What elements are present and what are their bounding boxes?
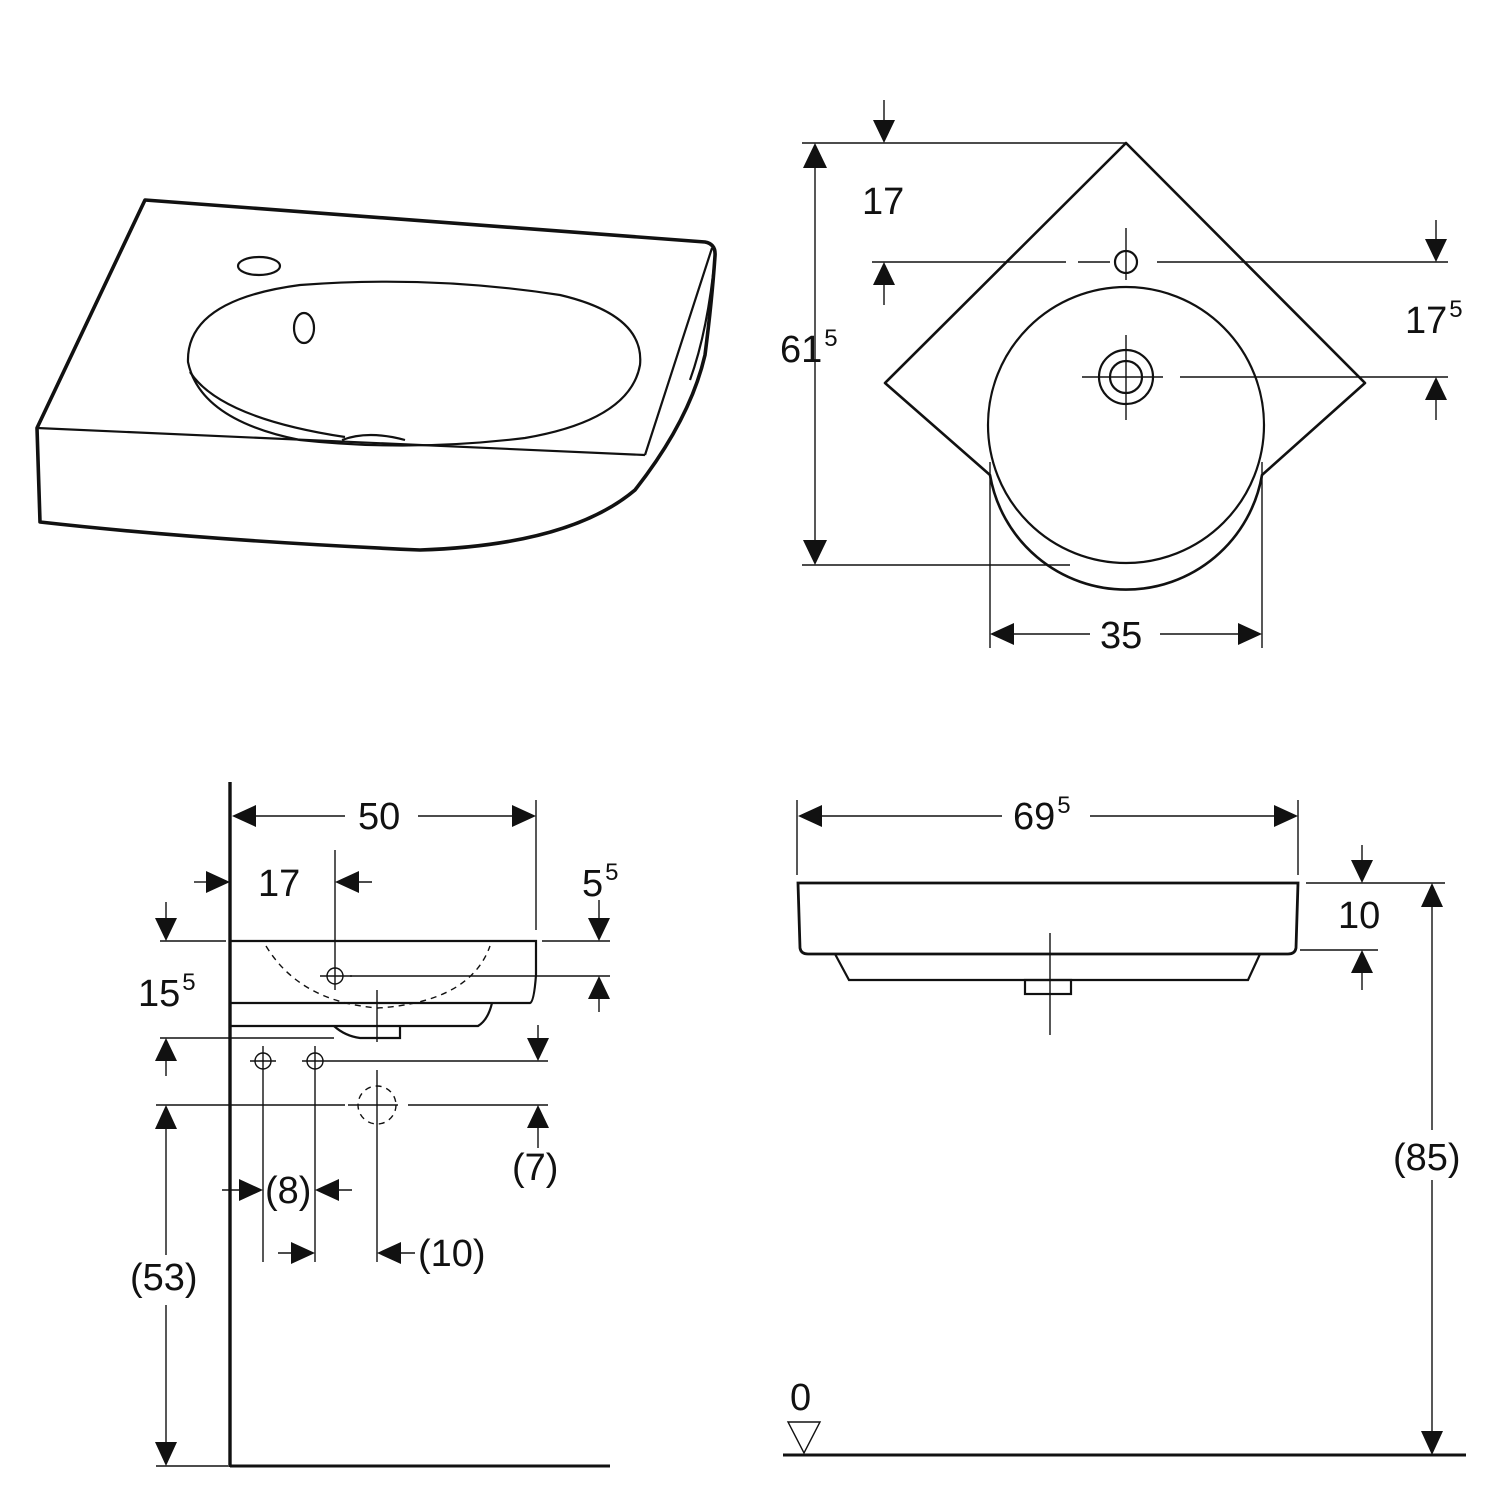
drain: [341, 433, 406, 442]
side-bowl-hidden: [265, 945, 491, 1009]
tap-hole: [236, 255, 282, 277]
dim-label-17-side: 17: [258, 863, 300, 905]
dim-label-69-5: 695: [1013, 792, 1071, 838]
dim-label-7: (7): [512, 1147, 558, 1189]
arrowhead: [335, 871, 359, 893]
arrowhead: [512, 805, 536, 827]
arrowhead: [1274, 805, 1298, 827]
bowl-inner-rim: [189, 371, 346, 439]
basin-front-edge: [36, 426, 646, 457]
dim-label-61-5: 615: [780, 325, 838, 371]
dim-label-17: 17: [862, 181, 904, 223]
top-view-bowl: [986, 285, 1266, 565]
dim-label-10-side: (10): [418, 1233, 486, 1275]
front-drain: [1023, 978, 1073, 996]
overflow-hole: [292, 311, 316, 345]
arrowhead: [1238, 623, 1262, 645]
arrowhead: [527, 1105, 549, 1128]
dim-label-8: (8): [265, 1170, 311, 1212]
arrowhead: [1351, 860, 1373, 883]
arrowhead: [803, 540, 827, 565]
front-view: 695 10 (85) 0: [783, 792, 1466, 1457]
arrowhead: [803, 143, 827, 168]
dim-label-85: (85): [1393, 1137, 1461, 1179]
top-view: 17 615 175 35: [780, 100, 1463, 657]
dim-label-5-5: 55: [582, 859, 619, 905]
floor-level-label: 0: [790, 1377, 811, 1419]
arrowhead: [232, 805, 256, 827]
bowl-outline: [186, 280, 642, 447]
side-drain-neck: [333, 1025, 402, 1040]
arrowhead: [155, 1442, 177, 1466]
front-basin-lower: [834, 953, 1261, 982]
front-basin-body: [796, 881, 1300, 956]
basin-outline: [35, 198, 717, 552]
arrowhead: [798, 805, 822, 827]
top-view-outline: [883, 141, 1367, 591]
dim-label-10-front: 10: [1338, 895, 1380, 937]
arrowhead: [377, 1242, 401, 1264]
arrowhead: [315, 1179, 339, 1201]
arrowhead: [873, 262, 895, 285]
dim-label-17-5: 175: [1405, 296, 1463, 342]
arrowhead: [1421, 1431, 1443, 1455]
arrowhead: [588, 918, 610, 941]
arrowhead: [239, 1179, 263, 1201]
dim-label-50: 50: [358, 796, 400, 838]
arrowhead: [1425, 239, 1447, 262]
dim-label-35: 35: [1100, 615, 1142, 657]
basin-right-edge: [643, 247, 714, 456]
arrowhead: [1421, 883, 1443, 907]
arrowhead: [155, 1038, 177, 1061]
basin-right-inner: [688, 255, 717, 381]
dim-label-15-5: 155: [138, 969, 196, 1015]
arrowhead: [1425, 377, 1447, 400]
dim-label-53: (53): [130, 1257, 198, 1299]
arrowhead: [527, 1038, 549, 1061]
arrowhead: [1351, 950, 1373, 973]
side-basin-profile: [230, 939, 538, 1005]
arrowhead: [291, 1242, 315, 1264]
arrowhead: [155, 1105, 177, 1129]
arrowhead: [873, 120, 895, 143]
arrowhead: [588, 976, 610, 999]
arrowhead: [990, 623, 1014, 645]
perspective-view: [35, 198, 717, 552]
floor-level-triangle: [786, 1421, 822, 1455]
arrowhead: [206, 871, 230, 893]
side-view: 50 17 55 155 (7) (8) (10) (53): [130, 782, 619, 1468]
arrowhead: [155, 918, 177, 941]
side-basin-lower: [228, 1002, 494, 1028]
